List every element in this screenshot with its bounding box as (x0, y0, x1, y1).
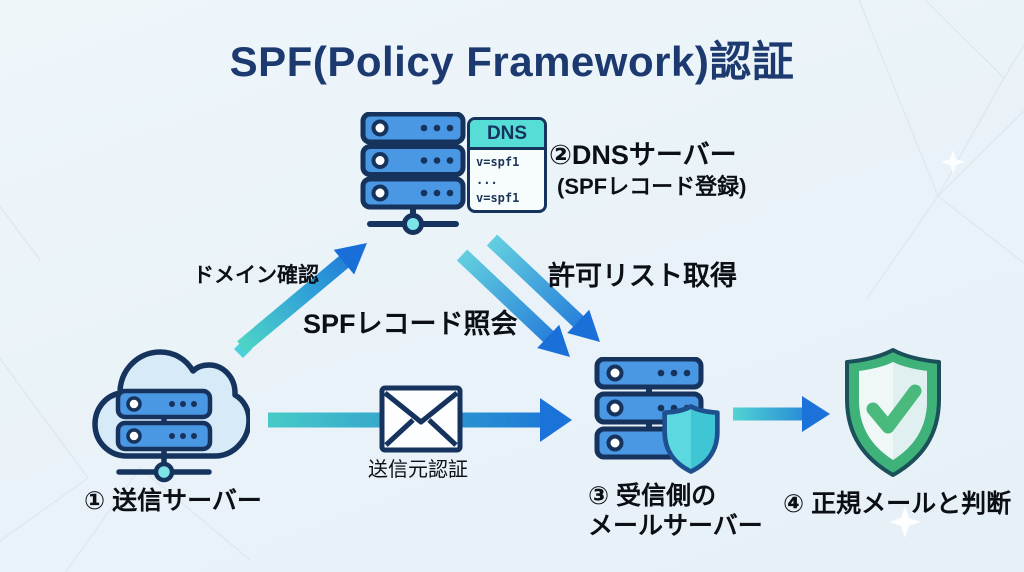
arrow-verdict (733, 396, 830, 432)
spf-record-query-label: SPFレコード照会 (303, 309, 518, 339)
dns-server-icon (360, 112, 466, 235)
spf-record-line: v=spf1 ... (476, 191, 520, 210)
receiving-server-label-line1: ③ 受信側の (588, 482, 717, 510)
shield-icon (662, 404, 720, 474)
allow-list-fetch-label: 許可リスト取得 (548, 261, 737, 291)
sender-auth-label: 送信元認証 (368, 459, 468, 481)
dns-server-label-main: ②DNSサーバー (549, 140, 737, 170)
dns-record-card: DNS v=spf1 ... v=spf1 ... ... (467, 117, 547, 213)
arrow-allow-list-a (456, 249, 570, 357)
arrow-allow-list-b (486, 234, 600, 342)
dns-card-header: DNS (470, 120, 544, 150)
cloud-server-icon (92, 349, 250, 483)
dns-card-body: v=spf1 ... v=spf1 ... ... (470, 150, 544, 210)
sending-server-label: ① 送信サーバー (84, 487, 262, 515)
verdict-label: ④ 正規メールと判断 (783, 490, 1012, 518)
arrow-domain-check (237, 243, 367, 353)
dns-server-label: ②DNSサーバー (SPFレコード登録) (549, 140, 746, 202)
checkmark-icon (866, 384, 922, 434)
receiving-server-label: ③ 受信側の メールサーバー (588, 481, 763, 541)
shield-check-icon (845, 348, 941, 477)
receiving-server-label-line2: メールサーバー (588, 512, 763, 540)
domain-check-label: ドメイン確認 (193, 264, 319, 287)
spf-record-line: v=spf1 ... (476, 155, 520, 187)
envelope-icon (379, 385, 463, 453)
dns-server-label-sub: (SPFレコード登録) (557, 174, 747, 199)
page-title: SPF(Policy Framework)認証 (229, 38, 795, 85)
